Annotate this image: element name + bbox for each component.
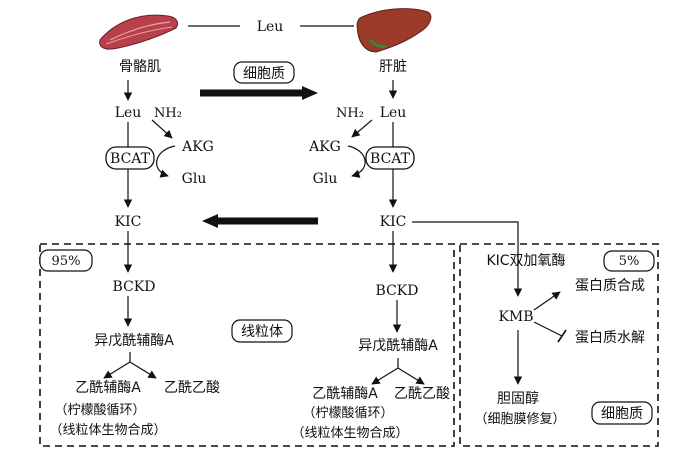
muscle-icon <box>99 14 179 50</box>
mitochondria-label: 线粒体 <box>241 324 283 340</box>
left-acetoacetate-label: 乙酰乙酸 <box>164 380 220 396</box>
cytoplasm-compartment-label: 细胞质 <box>601 406 643 422</box>
liver-icon <box>356 8 432 53</box>
right-bckd-label: BCKD <box>376 283 419 299</box>
membrane-repair-label: （细胞膜修复） <box>474 412 565 427</box>
right-acetyl-coa-label: 乙酰辅酶A <box>312 386 378 402</box>
kic-dioxygenase-label: KIC双加氧酶 <box>486 253 565 269</box>
left-mito-synthesis-label: （线粒体生物合成） <box>49 423 166 438</box>
right-acetoacetate-label: 乙酰乙酸 <box>394 386 450 402</box>
kmb-label: KMB <box>498 309 533 325</box>
cytoplasm-top-label: 细胞质 <box>243 66 285 82</box>
left-bcat-box <box>105 146 155 170</box>
left-bckd-label: BCKD <box>113 279 156 295</box>
cytoplasm-compartment <box>459 243 659 447</box>
left-tca-label: （柠檬酸循环） <box>54 403 145 418</box>
right-akg-label: AKG <box>308 139 341 155</box>
mitochondria-compartment <box>39 243 455 447</box>
right-leu-label: Leu <box>380 105 407 121</box>
left-leu-label: Leu <box>115 105 142 121</box>
left-bcat-label: BCAT <box>110 151 151 167</box>
percent-95-badge: 95% <box>52 254 81 269</box>
left-glu-label: Glu <box>182 171 207 187</box>
right-isovaleryl-coa-label: 异戊酰辅酶A <box>358 338 438 354</box>
right-nh2-label: NH₂ <box>336 106 364 121</box>
right-bcat-box <box>365 146 415 170</box>
percent-5-badge: 5% <box>619 254 640 269</box>
right-bcat-label: BCAT <box>370 151 411 167</box>
right-tca-label: （柠檬酸循环） <box>302 406 393 421</box>
top-leu-label: Leu <box>257 19 284 35</box>
protein-degradation-label: 蛋白质水解 <box>575 330 645 346</box>
right-kic-label: KIC <box>380 214 407 230</box>
right-mito-synthesis-label: （线粒体生物合成） <box>291 426 408 441</box>
cholesterol-label: 胆固醇 <box>497 390 539 407</box>
left-isovaleryl-coa-label: 异戊酰辅酶A <box>94 333 174 349</box>
left-nh2-label: NH₂ <box>154 106 182 121</box>
left-acetyl-coa-label: 乙酰辅酶A <box>75 380 141 396</box>
skeletal-muscle-label: 骨骼肌 <box>119 59 161 75</box>
liver-label: 肝脏 <box>379 59 407 75</box>
left-kic-label: KIC <box>115 214 142 230</box>
right-glu-label: Glu <box>313 171 338 187</box>
left-akg-label: AKG <box>181 139 214 155</box>
protein-synthesis-label: 蛋白质合成 <box>575 278 645 294</box>
